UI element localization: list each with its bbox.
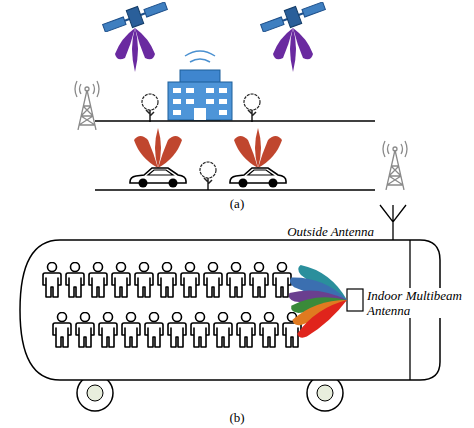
tree: [244, 94, 260, 122]
antenna-label: Outside Antenna: [285, 224, 376, 239]
satellite-beam: [273, 28, 313, 72]
antenna-label: Indoor Multibeam Antenna: [365, 288, 469, 318]
base-station: [383, 141, 407, 190]
building: [168, 51, 232, 120]
satellite-scene: [75, 0, 407, 190]
vehicle-beam: [234, 128, 282, 168]
tree: [200, 162, 216, 190]
vehicle-beam: [134, 128, 182, 168]
outside-antenna: [380, 205, 406, 240]
base-station: [75, 81, 99, 130]
subfigure-label: (a): [230, 196, 244, 211]
multibeam-pattern: [288, 260, 351, 340]
tree: [142, 94, 158, 122]
passengers: [43, 263, 301, 348]
subfigure-label: (b): [229, 410, 244, 425]
car: [230, 168, 286, 188]
car: [130, 168, 186, 188]
satellite-beam: [115, 28, 155, 72]
antenna-box: [347, 289, 363, 311]
